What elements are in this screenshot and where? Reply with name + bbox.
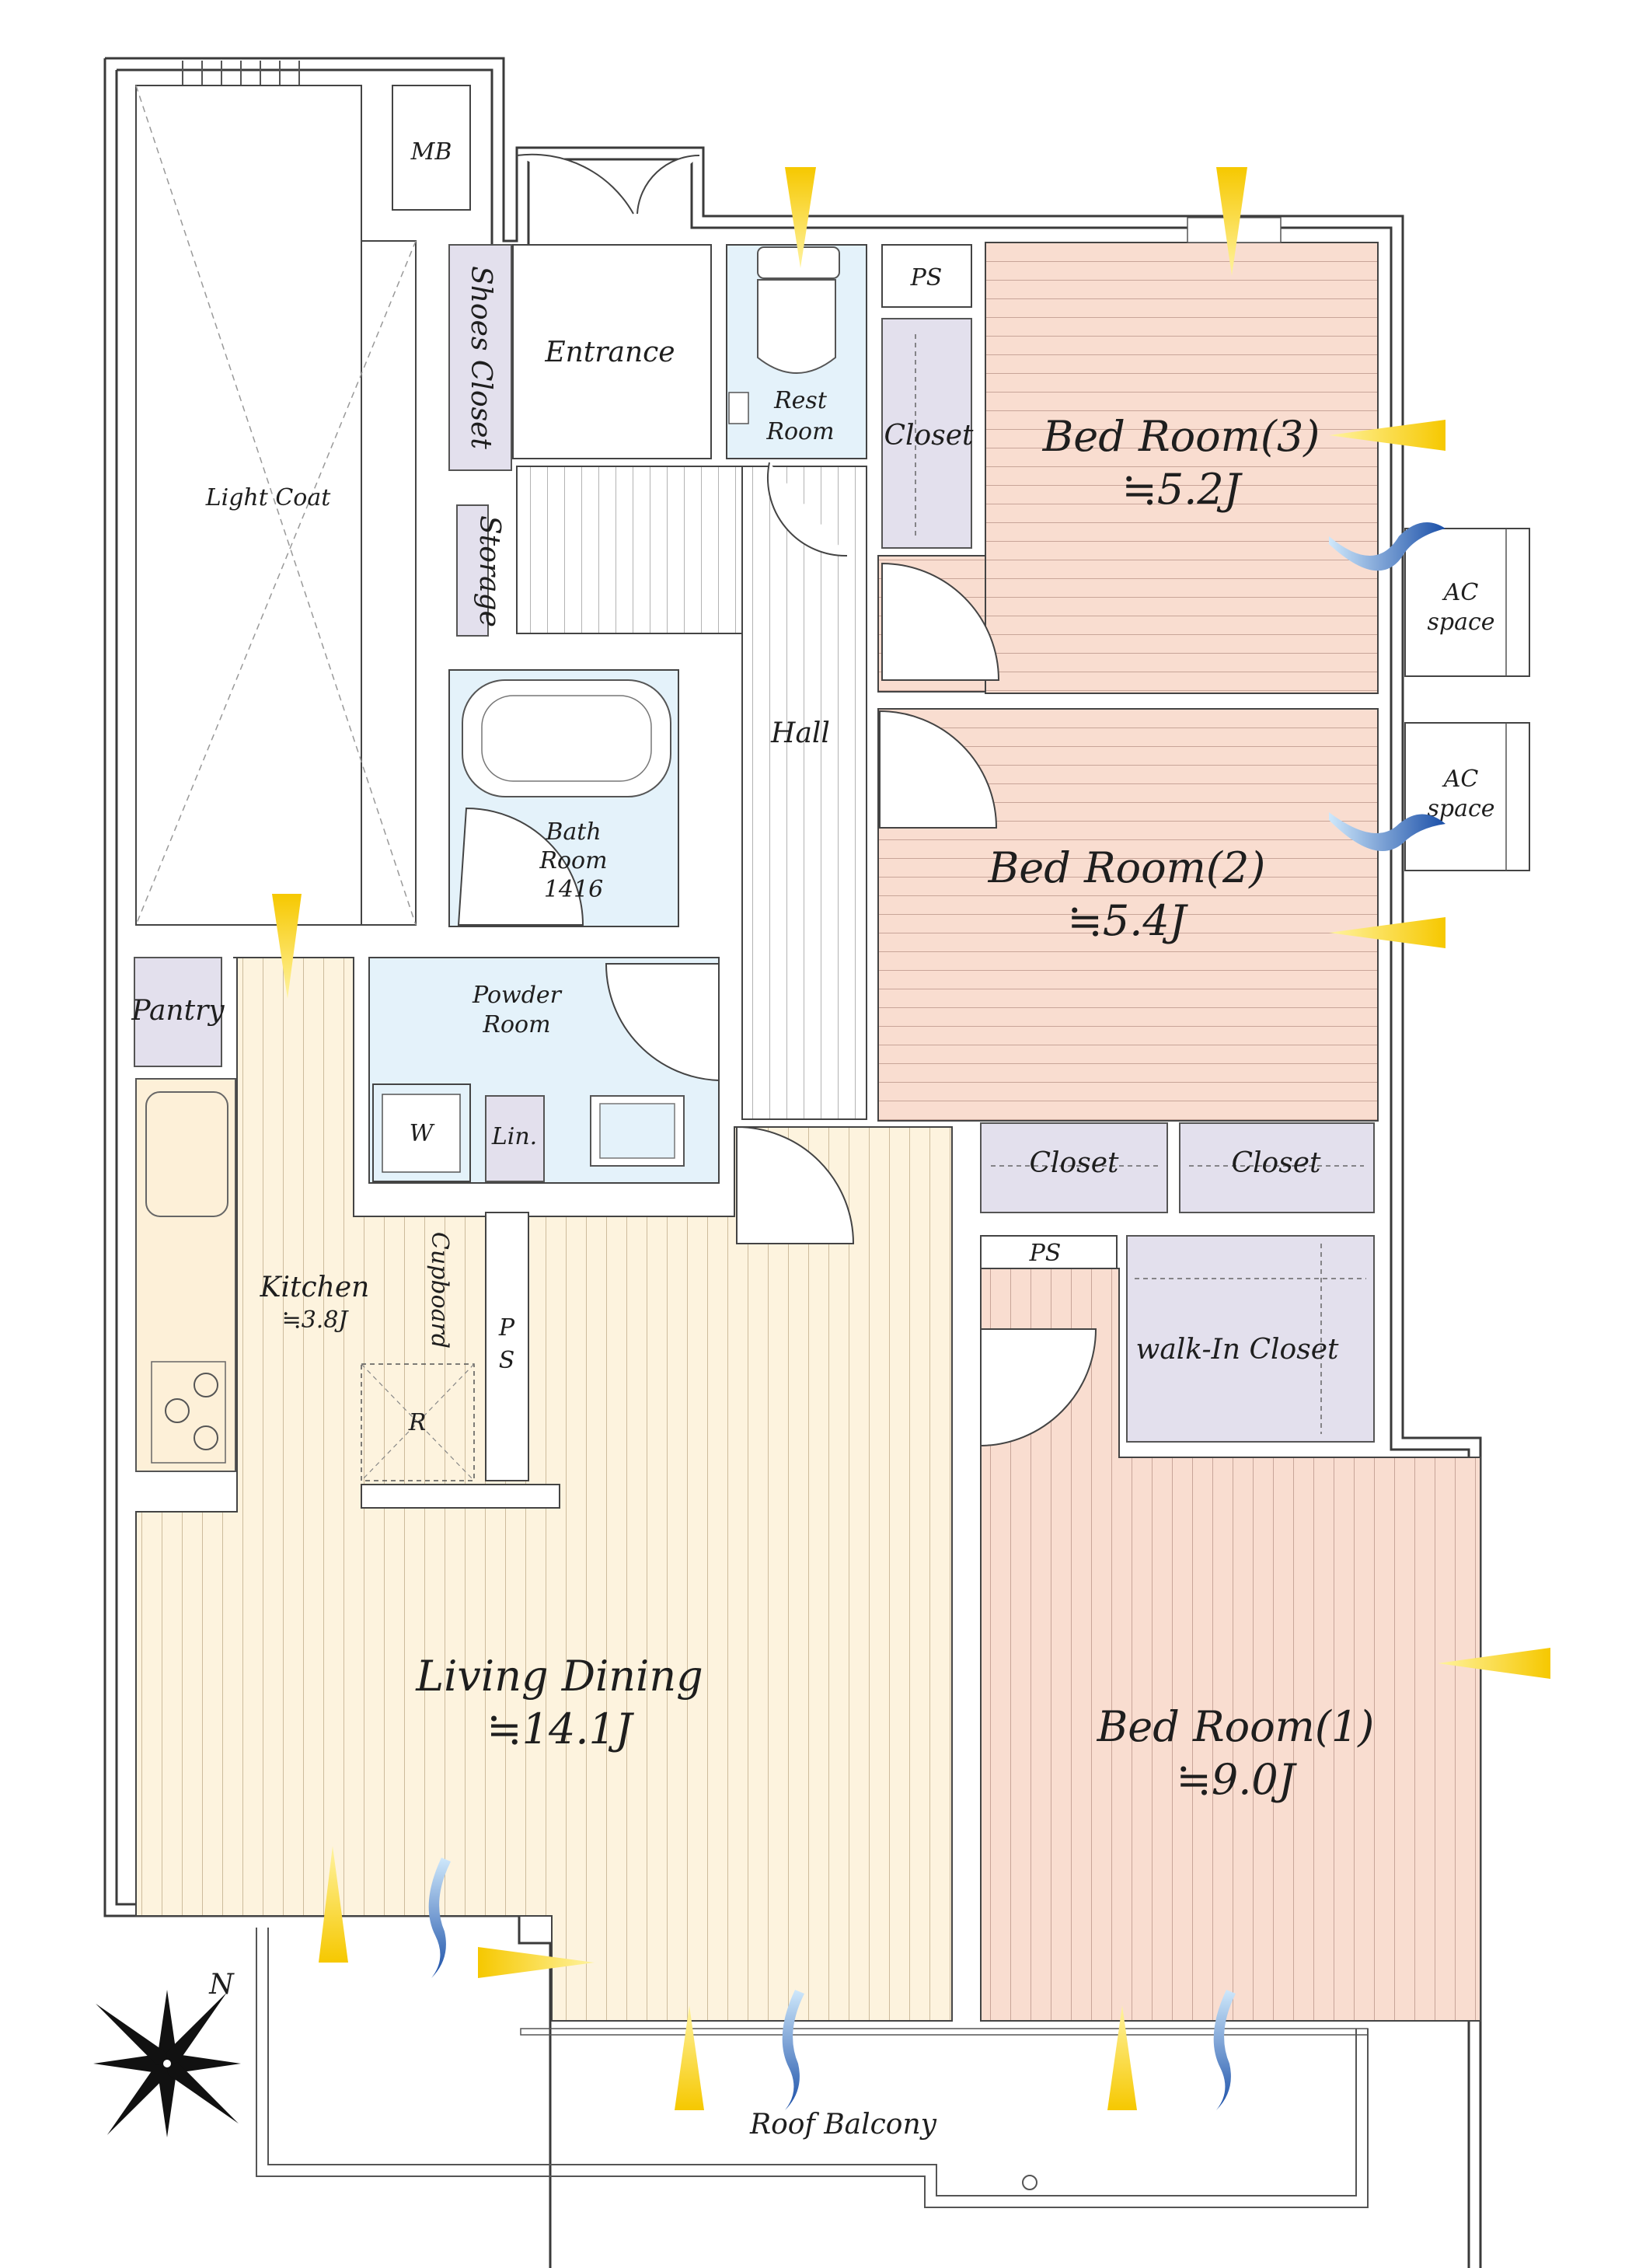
bath-room-label-1: Bath <box>545 818 601 846</box>
light-coat: Light Coat <box>135 85 417 926</box>
bed-room-3-size: ≒5.2J <box>1122 465 1243 514</box>
wind-markers <box>428 522 1445 2110</box>
hall: Hall <box>516 466 867 1120</box>
bath-room-label-2: Room <box>539 847 607 874</box>
walk-in-closet: walk-In Closet <box>1126 1235 1375 1443</box>
ac-space-2: AC space <box>1404 722 1530 871</box>
cupboard-label: Cupboard <box>426 1232 453 1349</box>
light-coat-label: Light Coat <box>205 484 332 511</box>
wind-marker <box>1329 812 1445 851</box>
sun-marker <box>272 894 302 999</box>
sun-marker <box>1216 167 1247 276</box>
sun-marker <box>675 2005 704 2110</box>
bed-room-2: Bed Room(2) ≒5.4J <box>877 708 1379 1122</box>
roof-balcony: Roof Balcony <box>256 1928 1369 2208</box>
wind-marker <box>428 1858 451 1978</box>
bath-room: Bath Room 1416 <box>448 669 679 927</box>
linen-label: Lin. <box>491 1123 537 1150</box>
ps-vertical-label-1: P <box>498 1314 515 1342</box>
rest-room-label-2: Room <box>765 418 834 445</box>
storage-label: Storage <box>473 515 505 627</box>
ps-mid-label: PS <box>1029 1240 1062 1267</box>
sun-marker <box>319 1846 348 1963</box>
kitchen: Kitchen ≒3.8J <box>135 1078 370 1472</box>
bath-room-label-3: 1416 <box>544 876 603 903</box>
entrance-label: Entrance <box>544 337 675 368</box>
ps-vertical-label-2: S <box>499 1347 515 1374</box>
ac-space-2-label-1: AC <box>1442 766 1479 793</box>
bed-room-1-size: ≒9.0J <box>1177 1755 1298 1804</box>
sunlight-markers <box>272 167 1550 2110</box>
sun-marker <box>1438 1648 1550 1679</box>
powder-room: Powder Room W Lin. <box>368 957 720 1184</box>
washer-label: W <box>410 1120 435 1147</box>
ps-top: PS <box>881 244 972 308</box>
sun-marker <box>478 1947 595 1978</box>
powder-room-label-2: Room <box>482 1011 550 1038</box>
compass: N <box>93 1969 241 2137</box>
mb-label: MB <box>410 138 452 166</box>
ps-mid: PS <box>980 1235 1118 1269</box>
bed-room-3-name: Bed Room(3) <box>1042 412 1320 461</box>
rest-room-label-1: Rest <box>773 387 828 414</box>
wind-marker <box>782 1990 804 2110</box>
walk-in-closet-label: walk-In Closet <box>1136 1334 1339 1366</box>
rest-room: Rest Room <box>726 244 867 557</box>
living-dining-size: ≒14.1J <box>486 1704 634 1753</box>
hall-label: Hall <box>770 717 830 749</box>
closet-right: Closet <box>1179 1122 1375 1213</box>
fridge-label: R <box>408 1409 427 1436</box>
living-dining-name: Living Dining <box>415 1652 703 1701</box>
bed-room-2-size: ≒5.4J <box>1068 896 1189 945</box>
ac-space-1: AC space <box>1404 528 1530 677</box>
ac-space-2-label-2: space <box>1427 795 1494 822</box>
sun-marker <box>1107 2005 1137 2110</box>
bed-room-3: Bed Room(3) ≒5.2J <box>877 217 1379 694</box>
closet-br3: Closet <box>881 318 975 549</box>
ac-space-1-label-2: space <box>1427 609 1494 636</box>
bed-room-2-name: Bed Room(2) <box>988 843 1266 892</box>
entrance-doors <box>516 153 700 215</box>
closet-left-label: Closet <box>1030 1147 1120 1179</box>
wind-marker <box>1213 1990 1236 2110</box>
ps-vertical: P S <box>485 1212 529 1481</box>
ps-top-label: PS <box>910 264 943 291</box>
cupboard: Cupboard R <box>361 1232 560 1509</box>
bed-room-1-name: Bed Room(1) <box>1097 1702 1375 1751</box>
closet-br3-label: Closet <box>884 420 975 452</box>
kitchen-name: Kitchen <box>260 1272 370 1303</box>
bed-room-1: Bed Room(1) ≒9.0J <box>980 1268 1481 2022</box>
kitchen-size: ≒3.8J <box>282 1307 350 1334</box>
mb-box: MB <box>392 85 471 211</box>
roof-balcony-label: Roof Balcony <box>749 2109 937 2141</box>
compass-north-label: N <box>208 1969 235 2001</box>
wind-marker <box>1329 522 1445 571</box>
powder-room-label-1: Powder <box>472 982 563 1009</box>
pantry-label: Pantry <box>131 995 225 1027</box>
pantry: Pantry <box>131 957 225 1067</box>
storage: Storage <box>456 504 505 637</box>
shoes-closet: Shoes Closet <box>448 244 512 471</box>
closet-left: Closet <box>980 1122 1168 1213</box>
sun-marker <box>1329 917 1445 948</box>
sun-marker <box>785 167 816 268</box>
entrance: Entrance <box>512 244 712 459</box>
closet-right-label: Closet <box>1232 1147 1322 1179</box>
sun-marker <box>1329 420 1445 451</box>
shoes-closet-label: Shoes Closet <box>465 266 497 449</box>
ac-space-1-label-1: AC <box>1442 579 1479 606</box>
